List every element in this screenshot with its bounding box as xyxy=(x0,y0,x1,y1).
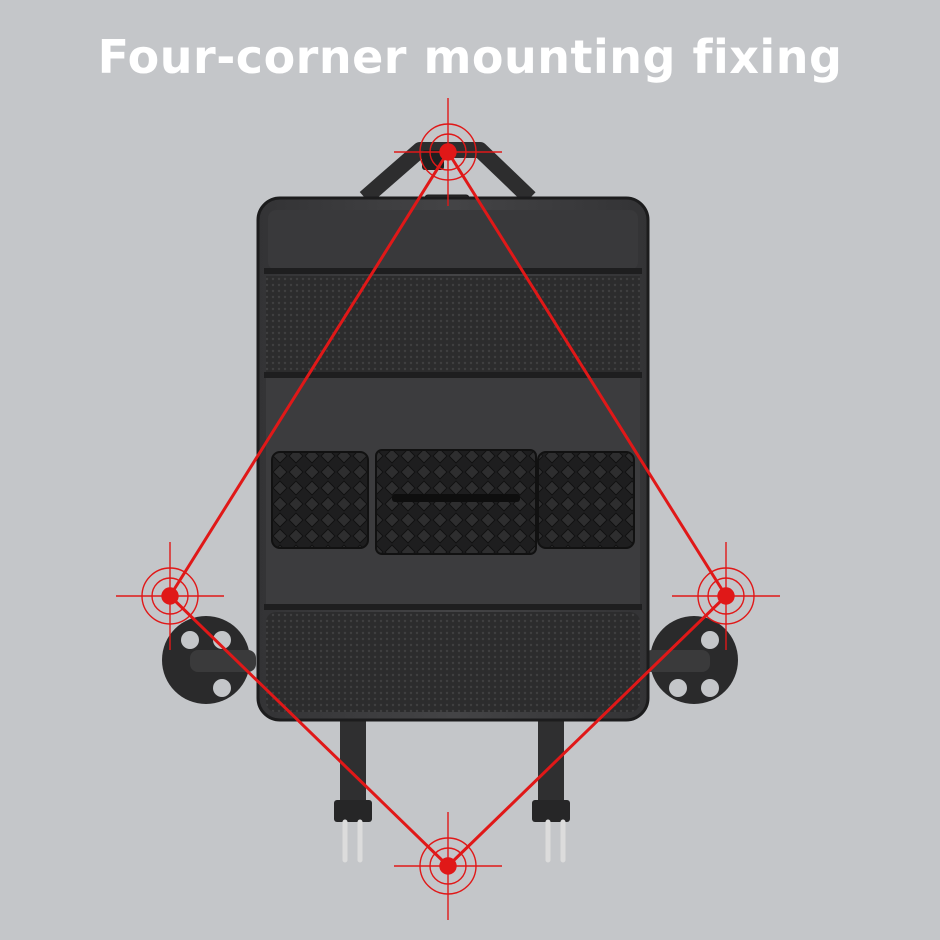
target-crosshair-icon xyxy=(672,542,780,650)
side-clip-right xyxy=(644,616,738,704)
target-crosshair-icon xyxy=(394,98,502,206)
cup-holder-right xyxy=(537,451,635,549)
target-crosshair-icon xyxy=(394,812,502,920)
bottom-straps xyxy=(334,712,570,822)
side-clip-left xyxy=(162,616,256,704)
lower-mesh-pocket xyxy=(266,612,640,712)
strap-hook-icon xyxy=(342,819,566,863)
headline-title: Four-corner mounting fixing xyxy=(97,30,843,84)
cup-holder-left xyxy=(271,451,369,549)
tissue-box xyxy=(375,449,537,555)
target-crosshair-icon xyxy=(116,542,224,650)
upper-mesh-pocket xyxy=(266,276,640,372)
